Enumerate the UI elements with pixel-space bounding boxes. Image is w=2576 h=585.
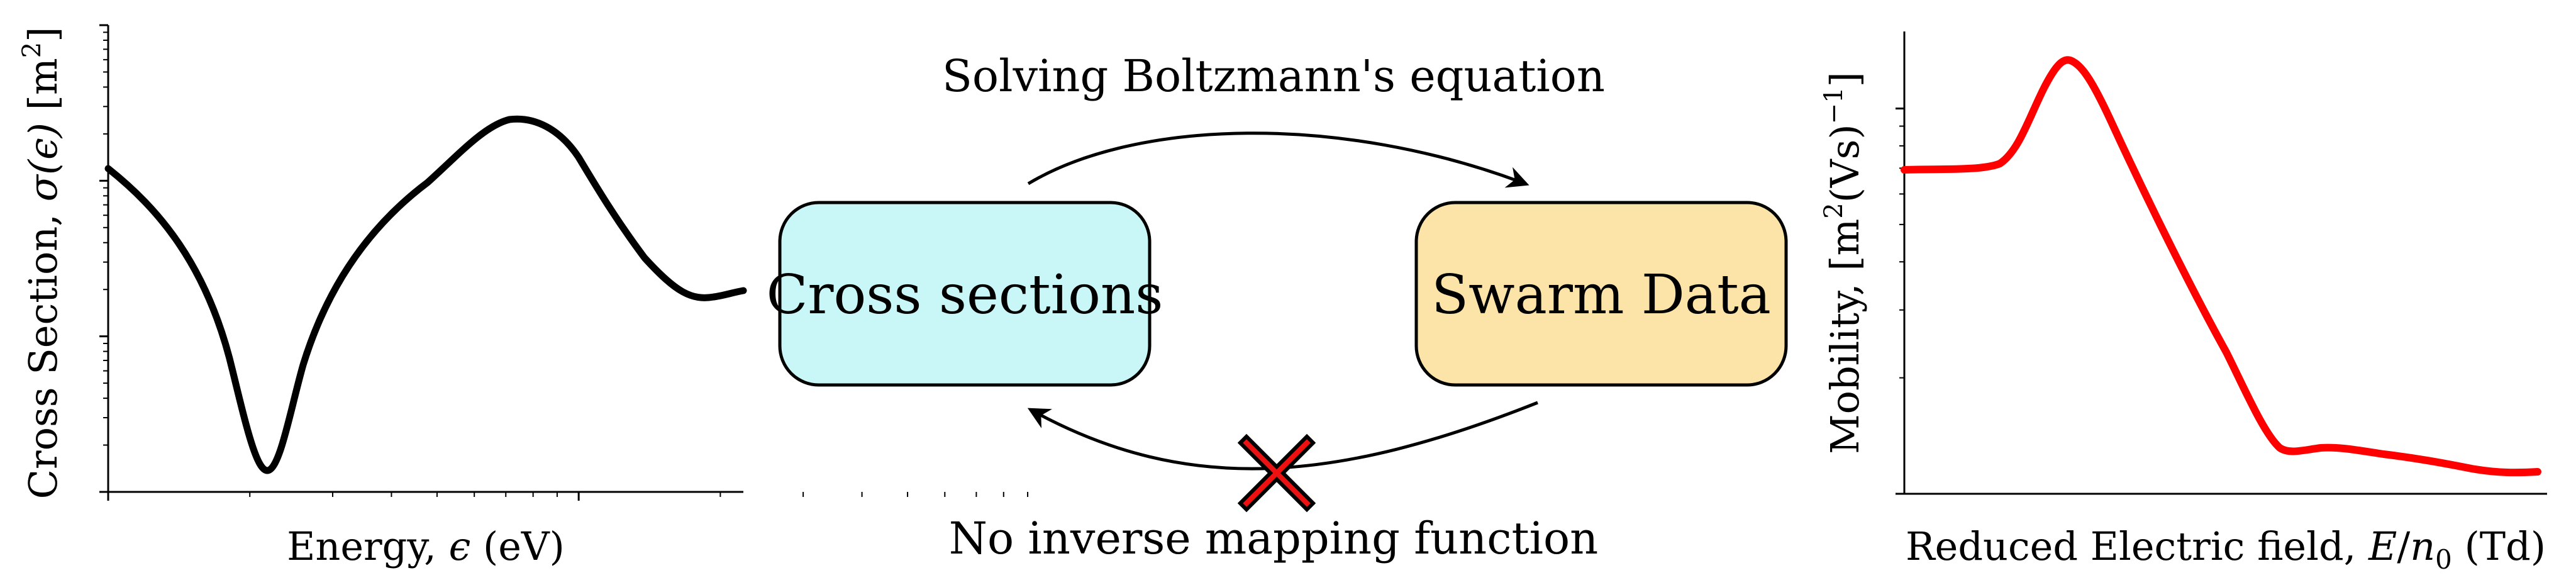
mobility-ylabel-text: Mobility, [m [1822,219,1868,454]
cross-section-axes [107,25,743,493]
mobility-xlabel-math-n: n [2410,523,2435,569]
mobility-ticks [1896,108,1904,495]
cross-sections-box-shape [778,201,1152,387]
mobility-axes [1903,31,2547,495]
mobility-xlabel-math-slash: / [2397,523,2410,569]
forward-arrow-label: Solving Boltzmann's equation [942,50,1605,102]
cross-section-xlabel-unit: (eV) [470,523,565,569]
mobility-plot: Mobility, [m2(Vs)−1] Reduced Electric fi… [1819,31,2547,575]
cross-section-xlabel-text: Energy, [287,523,448,569]
cross-section-ylabel-close: ] [20,27,66,42]
cross-section-ylabel-unit: [m [20,58,66,123]
swarm-data-box-label: Swarm Data [1431,264,1771,326]
mobility-ylabel-sup1: 2 [1819,203,1848,218]
cross-section-curve [104,115,747,474]
cross-sections-box: Cross sections [767,201,1163,387]
cross-section-y-axis-label: Cross Section, σ(ϵ) [m2] [18,27,66,499]
cross-section-x-axis-label: Energy, ϵ (eV) [287,523,565,569]
inverse-arrow-label: No inverse mapping function [949,513,1598,564]
mobility-xlabel-math-sub: 0 [2435,544,2452,575]
mobility-ylabel-mid: (Vs) [1822,124,1868,203]
swarm-data-box: Swarm Data [1414,201,1788,387]
x-mark-icon [1237,433,1316,513]
mobility-xlabel-text: Reduced Electric field, [1906,523,2368,569]
mobility-curve [1901,56,2541,477]
swarm-data-box-shape [1414,201,1788,387]
cross-section-ylabel-text: Cross Section, [20,201,66,499]
cross-sections-box-label: Cross sections [767,264,1163,326]
cross-section-ylabel-sup: 2 [18,42,47,58]
cross-section-ylabel-math: σ(ϵ) [20,123,66,201]
mapping-diagram: Solving Boltzmann's equation Cross secti… [767,50,1788,564]
mobility-xlabel-math-e: E [2368,523,2397,569]
cross-section-xlabel-math: ϵ [449,523,471,569]
mobility-ylabel-sup2: −1 [1819,87,1848,124]
forward-arrow [1027,131,1530,188]
mobility-x-axis-label: Reduced Electric field, E/n0 (Td) [1906,523,2546,575]
mobility-xlabel-unit: (Td) [2452,523,2546,569]
mobility-ylabel-close: ] [1822,72,1868,87]
cross-section-plot: Cross Section, σ(ϵ) [m2] Energy, ϵ (eV) [18,24,1029,569]
cross-section-ticks [99,24,1029,501]
mobility-y-axis-label: Mobility, [m2(Vs)−1] [1819,72,1868,454]
